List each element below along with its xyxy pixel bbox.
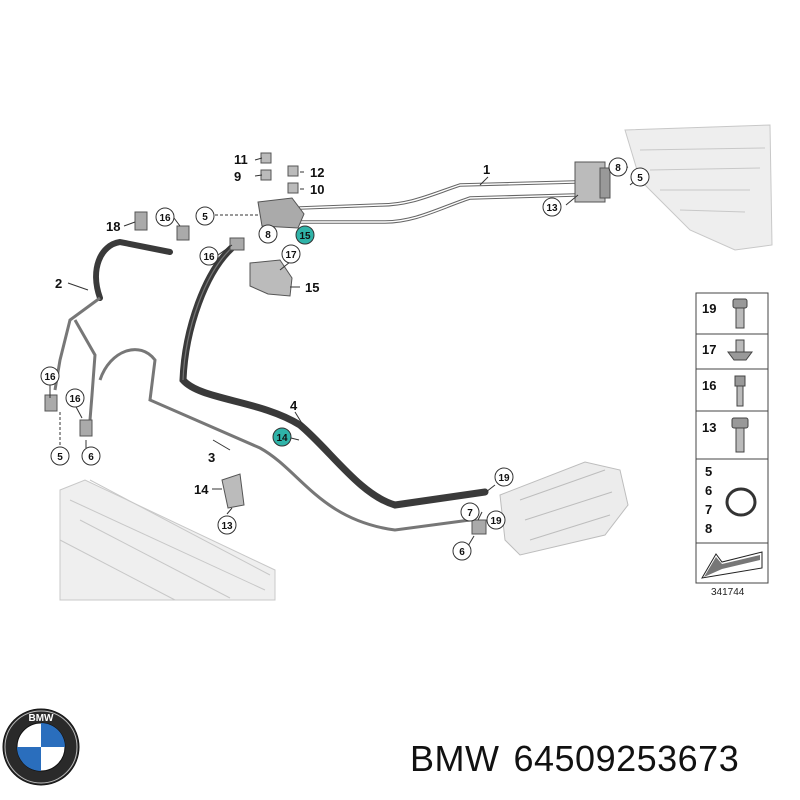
callout-7: 7 [460,502,480,522]
callout-16-d: 16 [65,388,85,408]
callout-17: 17 [281,244,301,264]
svg-text:5: 5 [637,173,643,184]
clip-14 [221,473,245,509]
label-11: 11 [234,152,248,167]
legend-5: 5 [705,464,712,479]
svg-text:16: 16 [159,213,171,224]
label-14: 14 [194,482,209,497]
legend-7: 7 [705,502,712,517]
sensor-18 [134,211,148,231]
svg-text:19: 19 [490,516,502,527]
part-number-caption: BMW 64509253673 [410,738,753,780]
bolt-16-a [176,225,190,241]
legend-13: 13 [702,420,716,435]
bmw-logo: BMW [2,708,80,786]
label-2: 2 [55,276,62,291]
pipe-1 [298,180,577,224]
condenser-block [574,161,611,203]
doc-number: 341744 [711,587,745,598]
legend-8: 8 [705,521,712,536]
callout-19-b: 19 [486,510,506,530]
part-number: 64509253673 [513,738,740,779]
svg-text:6: 6 [88,452,94,463]
svg-text:17: 17 [285,250,297,261]
bolt-16-d [79,419,93,437]
svg-text:5: 5 [57,452,63,463]
svg-text:5: 5 [202,212,208,223]
legend-19: 19 [702,301,716,316]
label-10: 10 [310,182,324,197]
label-9: 9 [234,169,241,184]
o-ring-icon [725,487,757,517]
callout-19-a: 19 [494,467,514,487]
valve-10 [287,182,299,194]
svg-text:13: 13 [546,203,558,214]
screw-icon [734,375,746,407]
label-4: 4 [290,398,298,413]
brand-name: BMW [410,738,500,779]
plug-9 [260,169,272,181]
legend-16: 16 [702,378,716,393]
label-3: 3 [208,450,215,465]
callout-5-b: 5 [630,167,650,187]
callout-15-highlight: 15 [295,225,315,245]
radiator-sketch [59,479,276,601]
svg-text:16: 16 [44,372,56,383]
clip-nut-icon [727,339,753,361]
nut-11 [260,152,272,164]
svg-text:8: 8 [615,163,621,174]
callout-6-a: 6 [81,446,101,466]
svg-text:15: 15 [299,231,311,242]
svg-text:16: 16 [69,394,81,405]
svg-text:13: 13 [221,521,233,532]
fitting-block [257,197,305,229]
label-18: 18 [106,219,120,234]
label-15: 15 [305,280,319,295]
svg-text:BMW: BMW [29,713,55,724]
callout-14-highlight: 14 [272,427,292,447]
svg-text:14: 14 [276,433,288,444]
svg-text:19: 19 [498,473,510,484]
svg-text:7: 7 [467,508,473,519]
callout-16-b: 16 [199,246,219,266]
callout-8-a: 8 [258,224,278,244]
arrow-icon [701,551,763,579]
label-12: 12 [310,165,324,180]
compressor-sketch [499,461,629,556]
callout-5-c: 5 [50,446,70,466]
svg-text:8: 8 [265,230,271,241]
hvac-unit-sketch [624,124,773,251]
callout-8-b: 8 [608,157,628,177]
valve-12 [287,165,299,177]
svg-text:6: 6 [459,547,465,558]
callout-6-b: 6 [452,541,472,561]
pipe-4 [179,241,489,509]
bolt-flange-icon [731,417,749,453]
pipe-2 [93,238,173,301]
legend-6: 6 [705,483,712,498]
svg-text:16: 16 [203,252,215,263]
callout-16-a: 16 [155,207,175,227]
callout-16-c: 16 [40,366,60,386]
bolt-icon [732,298,748,329]
fitting-6-7 [471,519,487,535]
bolt-16-b [229,237,245,251]
callout-13-b: 13 [217,515,237,535]
callout-5-a: 5 [195,206,215,226]
pipe-3 [98,348,471,532]
legend-panel: 19 17 16 13 5 6 7 8 [695,292,769,584]
bolt-16-c [44,394,58,412]
callout-13-a: 13 [542,197,562,217]
legend-17: 17 [702,342,716,357]
label-1: 1 [483,162,490,177]
